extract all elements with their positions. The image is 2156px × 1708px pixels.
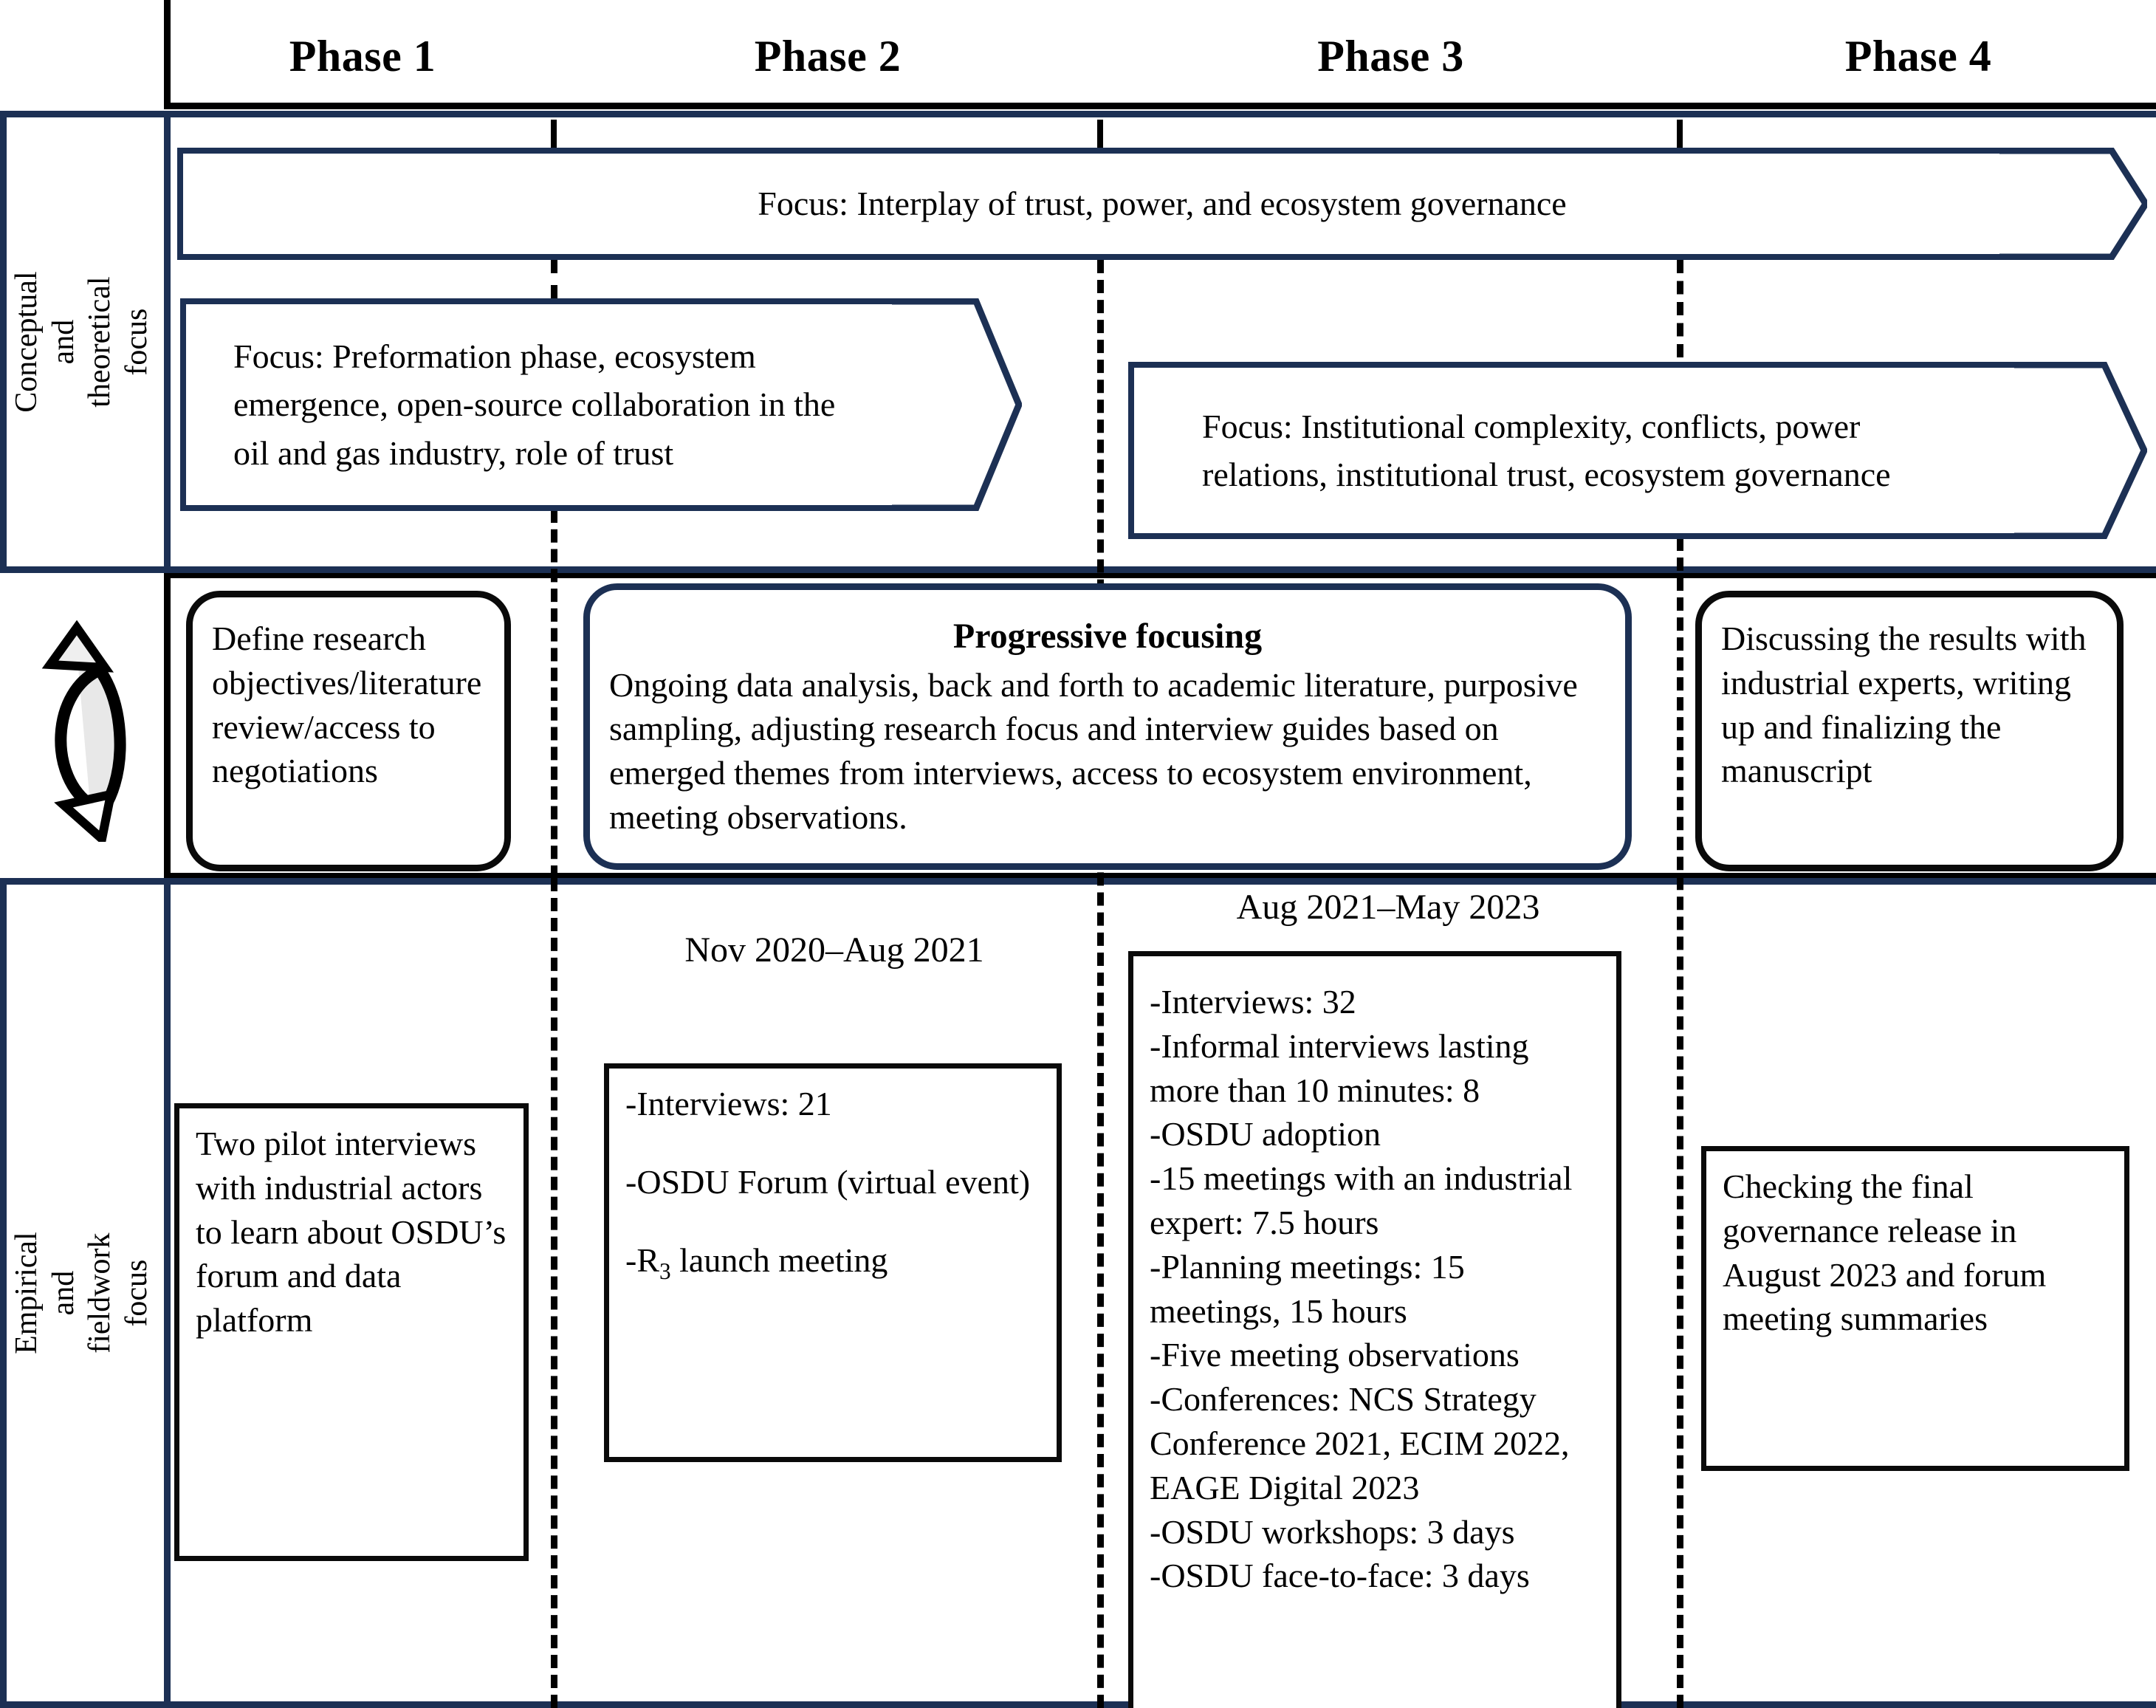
empirical-phase3-item-9: -OSDU face-to-face: 3 days (1150, 1557, 1530, 1595)
process-box-progressive: Progressive focusing Ongoing data analys… (583, 583, 1632, 870)
process-box-phase4: Discussing the results with industrial e… (1695, 591, 2124, 871)
focus-arrow-late-text: Focus: Institutional complexity, conflic… (1202, 407, 1891, 493)
phase-separator-2-seg-b (1097, 832, 1104, 1708)
phase-separator-3-seg-b (1677, 538, 1683, 1708)
empirical-phase2-item-1: -Interviews: 21 (625, 1085, 832, 1122)
date-label-phase3: Aug 2021–May 2023 (1130, 886, 1647, 929)
phase-header-3-label: Phase 3 (1317, 31, 1464, 80)
empirical-box-phase1: Two pilot interviews with industrial act… (174, 1103, 529, 1561)
process-row-label-divider (164, 573, 171, 878)
empirical-row-frame (0, 878, 2156, 1708)
row-label-empirical: Empirical and fieldwork focus (0, 878, 164, 1708)
focus-arrow-late: Focus: Institutional complexity, conflic… (1128, 362, 2147, 539)
empirical-phase3-item-5: -Planning meetings: 15 meetings, 15 hour… (1150, 1247, 1465, 1330)
phase-tick-3 (1677, 120, 1683, 152)
phase-header-frame (164, 0, 2156, 109)
phase-separator-2-seg-a (1097, 260, 1104, 832)
row-label-conceptual: Conceptual and theoretical focus (0, 111, 164, 573)
progressive-focusing-title: Progressive focusing (952, 617, 1263, 656)
row-label-conceptual-text: Conceptual and theoretical focus (9, 271, 154, 413)
process-box-phase1: Define research objectives/literature re… (186, 591, 511, 871)
focus-arrow-overall-text: Focus: Interplay of trust, power, and ec… (758, 185, 1567, 223)
empirical-phase3-item-4: -15 meetings with an industrial expert: … (1150, 1159, 1573, 1241)
phase-header-3: Phase 3 (1101, 4, 1680, 108)
phase-header-4: Phase 4 (1680, 4, 2156, 108)
empirical-phase3-item-6: -Five meeting observations (1150, 1336, 1520, 1374)
empirical-phase3-item-1: -Interviews: 32 (1150, 983, 1356, 1021)
conceptual-label-divider (164, 111, 171, 573)
progressive-focusing-body: Ongoing data analysis, back and forth to… (609, 665, 1578, 836)
process-row-top-rule (164, 573, 2156, 578)
phase-header-2: Phase 2 (555, 4, 1101, 108)
cyclical-arrows-icon (34, 620, 152, 842)
focus-arrow-early: Focus: Preformation phase, ecosystem eme… (180, 298, 1022, 511)
focus-arrow-early-text: Focus: Preformation phase, ecosystem eme… (233, 337, 836, 472)
empirical-phase3-item-8: -OSDU workshops: 3 days (1150, 1512, 1515, 1551)
phase-separator-1-seg-b (551, 510, 557, 879)
date-label-phase3-text: Aug 2021–May 2023 (1236, 888, 1540, 927)
date-label-phase2: Nov 2020–Aug 2021 (591, 929, 1078, 972)
empirical-box-phase4: Checking the final governance release in… (1701, 1146, 2129, 1471)
empirical-phase2-item-3-prefix: -R (625, 1241, 659, 1279)
phase-tick-2 (1097, 120, 1103, 152)
empirical-phase2-item-3-suffix: launch meeting (670, 1241, 888, 1279)
phase-header-1-label: Phase 1 (289, 31, 436, 80)
focus-arrow-overall: Focus: Interplay of trust, power, and ec… (177, 148, 2147, 260)
phase-header-2-label: Phase 2 (754, 31, 902, 80)
empirical-box-phase2: -Interviews: 21 -OSDU Forum (virtual eve… (604, 1063, 1062, 1462)
phase-header-1: Phase 1 (171, 4, 555, 108)
empirical-box-phase1-text: Two pilot interviews with industrial act… (196, 1125, 507, 1340)
spacer (625, 1126, 1040, 1160)
empirical-phase2-item-3: -R3 launch meeting (625, 1238, 1040, 1287)
row-label-empirical-text: Empirical and fieldwork focus (9, 1232, 154, 1354)
empirical-phase2-item-2: -OSDU Forum (virtual event) (625, 1162, 1031, 1201)
process-row-bottom-rule (164, 873, 2156, 878)
conceptual-row-frame (0, 111, 2156, 573)
date-label-phase2-text: Nov 2020–Aug 2021 (684, 930, 984, 970)
phase-separator-1-seg-c (551, 878, 557, 1708)
phase-header-4-label: Phase 4 (1844, 31, 1992, 80)
process-box-phase4-text: Discussing the results with industrial e… (1721, 620, 2087, 790)
process-box-phase1-text: Define research objectives/literature re… (212, 620, 482, 790)
empirical-phase3-item-3: -OSDU adoption (1150, 1115, 1381, 1153)
phase-separator-1-seg-a (551, 260, 557, 298)
phase-separator-3-seg-a (1677, 260, 1683, 357)
empirical-box-phase3: -Interviews: 32 -Informal interviews las… (1128, 951, 1621, 1708)
empirical-phase2-item-3-sub: 3 (659, 1258, 671, 1284)
empirical-label-divider (164, 878, 171, 1708)
phase-tick-1 (551, 120, 557, 152)
empirical-phase3-item-2: -Informal interviews lasting more than 1… (1150, 1026, 1529, 1109)
empirical-box-phase4-text: Checking the final governance release in… (1723, 1167, 2047, 1338)
spacer (625, 1204, 1040, 1238)
empirical-phase3-item-7: -Conferences: NCS Strategy Conference 20… (1150, 1380, 1570, 1506)
